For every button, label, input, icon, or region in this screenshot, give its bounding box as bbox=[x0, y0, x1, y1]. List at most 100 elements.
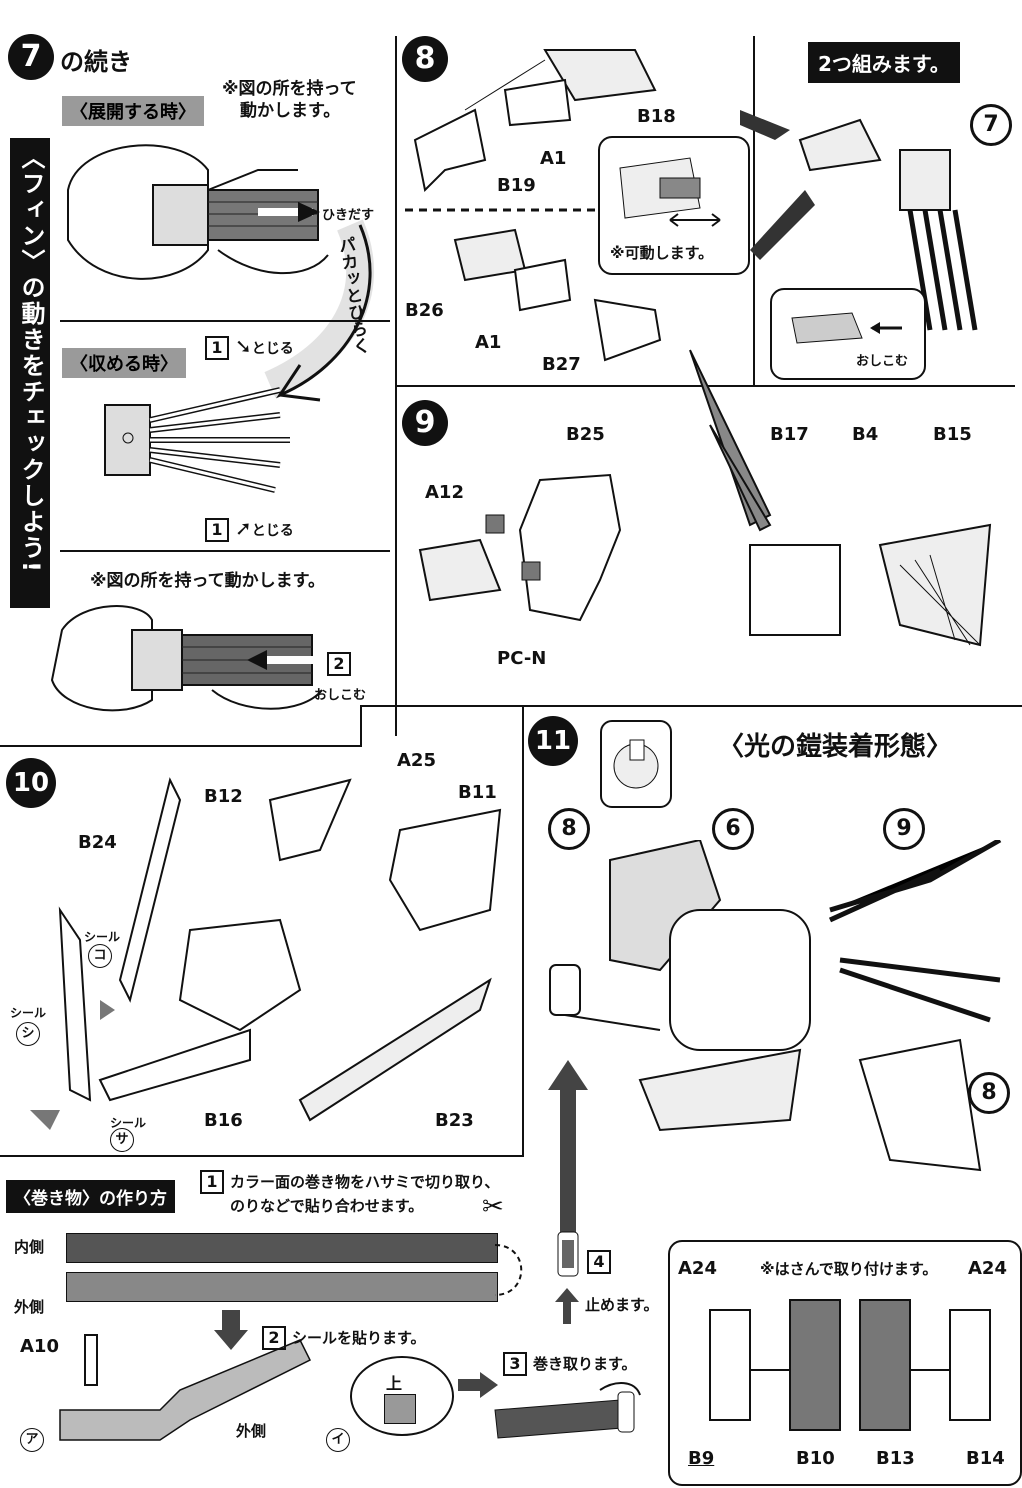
seal-shi-mark: シ bbox=[16, 1022, 40, 1046]
combine-illustration bbox=[740, 110, 978, 331]
scroll-step1-line2: のりなどで貼り合わせます。 bbox=[230, 1197, 424, 1215]
label-b18: B18 bbox=[637, 106, 676, 127]
store-tag: 〈収める時〉 bbox=[62, 348, 186, 378]
sandwich-illustration bbox=[709, 1299, 991, 1431]
mark-a: ア bbox=[20, 1428, 44, 1452]
scroll-step2-box: 2 bbox=[262, 1326, 286, 1350]
sandwich-note: ※はさんで取り付けます。 bbox=[760, 1260, 938, 1278]
label-b27: B27 bbox=[542, 354, 581, 375]
label-b12: B12 bbox=[204, 786, 243, 807]
label-a1a: A1 bbox=[540, 148, 567, 169]
border-7-10 bbox=[0, 745, 360, 747]
seal-shi: シ bbox=[16, 1022, 40, 1046]
inner-strip bbox=[66, 1233, 498, 1263]
push-label: おしこむ bbox=[314, 688, 367, 703]
scroll-step3-text: 巻き取ります。 bbox=[533, 1355, 637, 1373]
mark-i-circle: イ bbox=[326, 1428, 350, 1452]
divider-7b bbox=[60, 550, 390, 552]
scroll-step3-box: 3 bbox=[503, 1352, 527, 1376]
push-detail bbox=[791, 312, 902, 344]
label-a24-b: A24 bbox=[968, 1258, 1007, 1279]
label-b26: B26 bbox=[405, 300, 444, 321]
scroll-step2-text: シールを貼ります。 bbox=[292, 1329, 426, 1347]
label-b17: B17 bbox=[770, 424, 809, 445]
note-hold-1-line2: 動かします。 bbox=[240, 101, 341, 121]
hand-expand-illustration bbox=[67, 144, 329, 280]
step8-illustration bbox=[405, 49, 705, 362]
close-label-1: 1➘とじる bbox=[205, 334, 294, 360]
step11-number: 11 bbox=[528, 716, 578, 766]
scroll-step4-box: 4 bbox=[587, 1250, 611, 1274]
ref-step7: 7 bbox=[970, 104, 1012, 146]
border-10-scroll bbox=[0, 1155, 524, 1157]
border-8-inner bbox=[753, 36, 755, 386]
label-b24: B24 bbox=[78, 832, 117, 853]
seal-label-3: シール bbox=[110, 1116, 147, 1130]
step10-number: 10 bbox=[6, 758, 56, 808]
seal-sa: サ bbox=[110, 1128, 134, 1152]
label-b13: B13 bbox=[876, 1448, 915, 1469]
ref-step8-a: 8 bbox=[548, 808, 590, 850]
note-hold-1: ※図の所を持って 動かします。 bbox=[222, 78, 357, 122]
label-b4: B4 bbox=[852, 424, 879, 445]
scroll-step3: 3 巻き取ります。 bbox=[503, 1352, 637, 1376]
scroll-sticker-illustration bbox=[59, 1334, 312, 1441]
scroll-step4: 4 bbox=[587, 1250, 617, 1274]
label-pcn: PC-N bbox=[497, 648, 547, 669]
label-a12: A12 bbox=[425, 482, 464, 503]
border-9-11 bbox=[522, 705, 1022, 707]
joint-detail-top bbox=[613, 739, 659, 789]
seal-sa-mark: サ bbox=[110, 1128, 134, 1152]
right-arrow bbox=[458, 1372, 498, 1398]
step7-number: 7 bbox=[8, 34, 54, 80]
close-1: とじる bbox=[251, 341, 294, 357]
step9-number: 9 bbox=[402, 400, 448, 446]
ref-step6: 6 bbox=[712, 808, 754, 850]
border-10-11 bbox=[522, 705, 524, 1155]
step11-illustration bbox=[549, 840, 1002, 1172]
up-label: 上 bbox=[386, 1374, 403, 1393]
up-sticker bbox=[384, 1394, 416, 1424]
step7-title: の続き bbox=[60, 48, 132, 76]
roll-illustration bbox=[494, 1382, 641, 1439]
scroll-step1-line1: カラー面の巻き物をハサミで切り取り、 bbox=[230, 1173, 500, 1191]
scroll-step2: 2 シールを貼ります。 bbox=[262, 1326, 426, 1350]
down-arrow bbox=[214, 1310, 248, 1350]
step2-box: 2 bbox=[327, 652, 351, 676]
assembly-arrow bbox=[548, 1060, 588, 1260]
strip-fold-curve bbox=[494, 1244, 523, 1296]
scroll-step1-box: 1 bbox=[200, 1170, 224, 1194]
step8-number: 8 bbox=[402, 36, 448, 82]
movable-callout: ※可動します。 bbox=[598, 136, 750, 275]
push-callout: おしこむ bbox=[770, 288, 926, 380]
fin-stored-illustration bbox=[104, 387, 290, 493]
step10-illustration bbox=[30, 777, 502, 1130]
label-b19: B19 bbox=[497, 175, 536, 196]
ref-step9: 9 bbox=[883, 808, 925, 850]
label-a24-a: A24 bbox=[678, 1258, 717, 1279]
label-b16: B16 bbox=[204, 1110, 243, 1131]
scroll-step1: 1 カラー面の巻き物をハサミで切り取り、 のりなどで貼り合わせます。 bbox=[200, 1170, 499, 1218]
step11-title: 〈光の鎧装着形態〉 bbox=[718, 732, 953, 762]
label-b10: B10 bbox=[796, 1448, 835, 1469]
border-7-10-step bbox=[360, 705, 362, 747]
label-b25: B25 bbox=[566, 424, 605, 445]
up-callout: 上 bbox=[350, 1356, 454, 1436]
seal-label-1: シール bbox=[84, 930, 121, 944]
label-a25: A25 bbox=[397, 750, 436, 771]
roll-finished-icon bbox=[557, 1231, 579, 1277]
joint-callout-top bbox=[600, 720, 672, 808]
outer-strip bbox=[66, 1272, 498, 1302]
label-b23: B23 bbox=[435, 1110, 474, 1131]
outer-label: 外側 bbox=[14, 1298, 45, 1316]
up-arrow-small bbox=[555, 1288, 579, 1324]
step1a-box: 1 bbox=[205, 336, 229, 360]
expand-tag: 〈展開する時〉 bbox=[62, 96, 204, 126]
note-hold-1-line1: ※図の所を持って bbox=[222, 79, 357, 99]
vertical-banner-bg bbox=[10, 138, 50, 608]
scroll-title: 〈巻き物〉の作り方 bbox=[6, 1180, 175, 1213]
fin-check-banner: 〈フィン〉の動きをチェックしよう! bbox=[17, 145, 45, 574]
label-b15: B15 bbox=[933, 424, 972, 445]
label-a10: A10 bbox=[20, 1336, 59, 1357]
hand-store-illustration bbox=[50, 605, 323, 712]
